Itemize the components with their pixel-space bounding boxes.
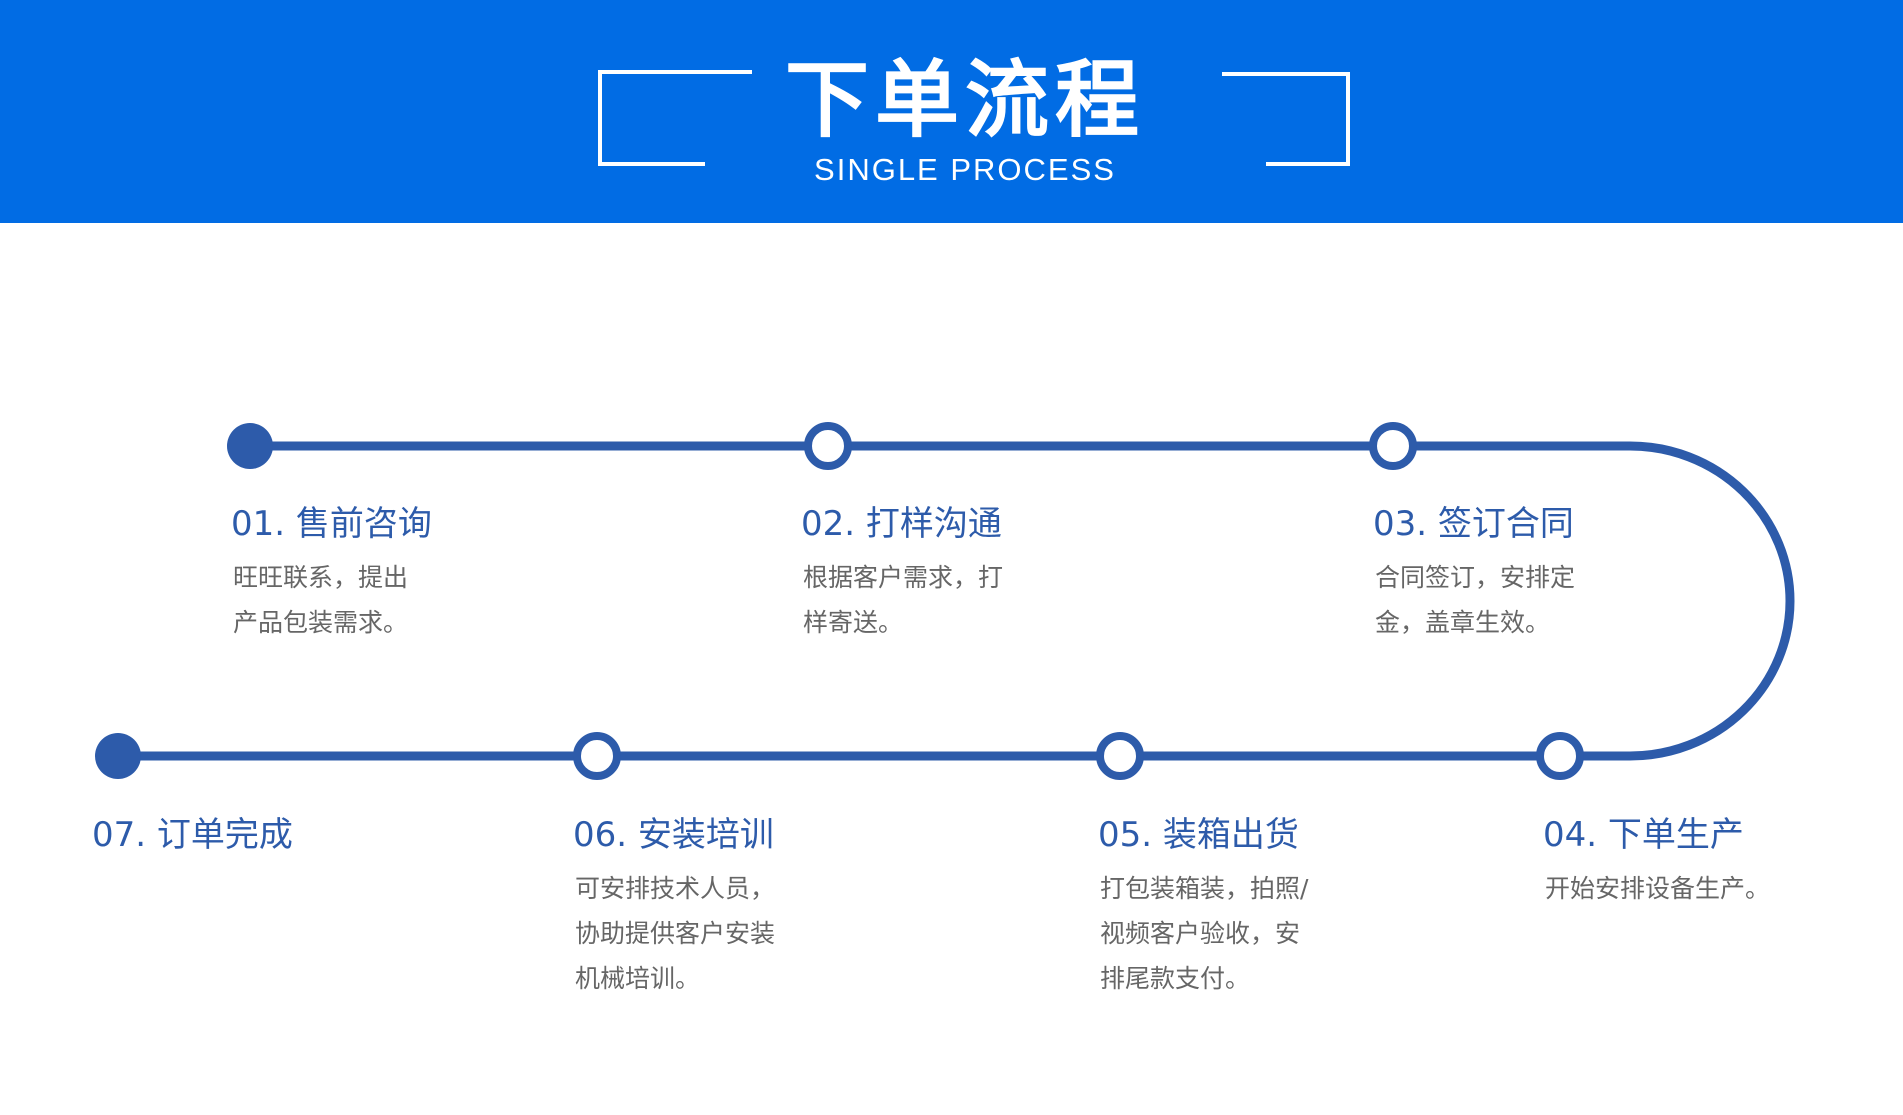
step-05-node	[1096, 732, 1144, 780]
step-03-title: 03. 签订合同	[1373, 504, 1574, 544]
step-05-desc-line-3: 排尾款支付。	[1100, 964, 1251, 993]
step-03-desc-line-1: 合同签订，安排定	[1375, 563, 1576, 592]
step-06-desc-line-1: 可安排技术人员，	[575, 874, 776, 903]
step-06-node	[573, 732, 621, 780]
bracket-left-bottom-line	[598, 162, 705, 166]
track-curve	[1629, 441, 1795, 761]
step-06-title: 06. 安装培训	[573, 815, 774, 855]
step-03-node	[1369, 422, 1417, 470]
step-02-title: 02. 打样沟通	[801, 504, 1002, 544]
step-01-desc-line-1: 旺旺联系，提出	[233, 563, 409, 592]
step-04-desc-line-1: 开始安排设备生产。	[1545, 874, 1771, 903]
step-07-title: 07. 订单完成	[92, 815, 293, 855]
step-02-desc-line-1: 根据客户需求，打	[803, 563, 1004, 592]
step-01-title: 01. 售前咨询	[231, 504, 432, 544]
step-02-node	[804, 422, 852, 470]
bracket-right-top-line	[1222, 72, 1350, 76]
page-title: 下单流程	[784, 51, 1145, 149]
bracket-left-top-line	[598, 70, 752, 74]
step-06-desc-line-2: 协助提供客户安装	[575, 919, 776, 948]
step-04-node	[1536, 732, 1584, 780]
step-04-title: 04. 下单生产	[1543, 815, 1744, 855]
step-01-node	[227, 423, 273, 469]
step-05-desc-line-1: 打包装箱装，拍照/	[1100, 874, 1309, 903]
step-07-node	[95, 733, 141, 779]
bracket-right-bottom-line	[1266, 162, 1350, 166]
step-05-desc-line-2: 视频客户验收，安	[1100, 919, 1301, 948]
page-subtitle: SINGLE PROCESS	[814, 152, 1116, 187]
step-05-title: 05. 装箱出货	[1098, 815, 1299, 855]
bracket-left-side-line	[598, 70, 602, 166]
step-03-desc-line-2: 金，盖章生效。	[1375, 608, 1551, 637]
bracket-right-side-line	[1346, 72, 1350, 166]
step-01-desc-line-2: 产品包装需求。	[233, 608, 409, 637]
step-02-desc-line-2: 样寄送。	[803, 608, 904, 637]
header-banner: 下单流程 SINGLE PROCESS	[0, 0, 1903, 223]
step-06-desc-line-3: 机械培训。	[575, 964, 701, 993]
